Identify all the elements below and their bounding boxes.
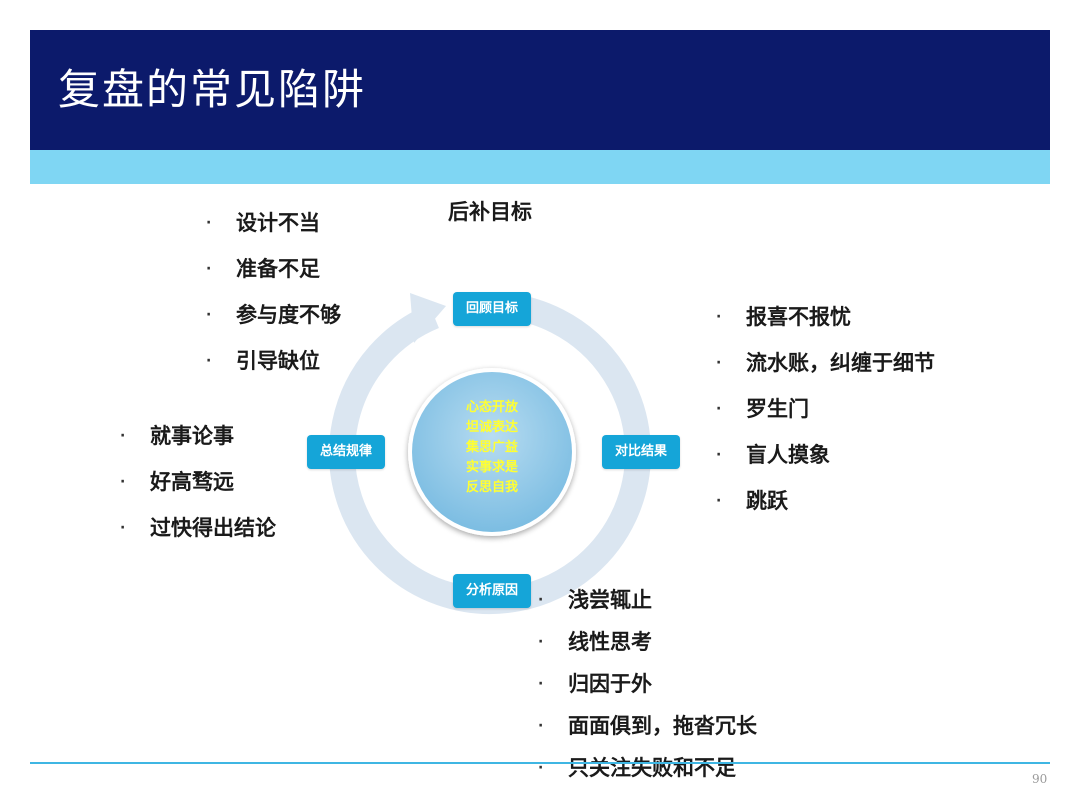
center-line: 实事求是 <box>466 459 519 475</box>
list-item: ·只关注失败和不足 <box>538 756 736 780</box>
list-item: ·面面俱到，拖沓冗长 <box>538 714 757 738</box>
list-item: ·罗生门 <box>716 397 809 421</box>
list-top-left: ·设计不当 ·准备不足 ·参与度不够 ·引导缺位 <box>206 208 341 392</box>
list-item: ·引导缺位 <box>206 349 320 373</box>
list-item: ·跳跃 <box>716 489 788 513</box>
page-title: 复盘的常见陷阱 <box>58 65 367 114</box>
center-line: 坦诚表达 <box>466 419 518 435</box>
list-item: ·报喜不报忧 <box>716 305 851 329</box>
list-item: ·盲人摸象 <box>716 443 830 467</box>
node-compare-result: 对比结果 <box>602 435 680 469</box>
list-item: ·归因于外 <box>538 672 652 696</box>
list-item: ·线性思考 <box>538 630 652 654</box>
list-item: ·参与度不够 <box>206 303 341 327</box>
list-item: ·好高骛远 <box>120 470 234 494</box>
header-bar: 复盘的常见陷阱 <box>30 30 1050 150</box>
header-band <box>30 150 1050 184</box>
list-item: ·浅尝辄止 <box>538 588 652 612</box>
footer-divider <box>30 762 1050 764</box>
list-right: ·报喜不报忧 ·流水账，纠缠于细节 ·罗生门 ·盲人摸象 ·跳跃 <box>716 302 935 532</box>
list-item: ·流水账，纠缠于细节 <box>716 351 935 375</box>
node-review-goal: 回顾目标 <box>453 292 531 326</box>
page-number: 90 <box>1032 772 1048 786</box>
top-label: 后补目标 <box>448 200 532 224</box>
list-item: ·过快得出结论 <box>120 516 276 540</box>
list-item: ·设计不当 <box>206 211 320 235</box>
node-summarize-rule: 总结规律 <box>307 435 385 469</box>
node-analyze-cause: 分析原因 <box>453 574 531 608</box>
list-item: ·准备不足 <box>206 257 320 281</box>
center-text: 心态开放 坦诚表达 集思广益 实事求是 反思自我 <box>465 399 519 495</box>
center-line: 集思广益 <box>465 439 518 455</box>
center-line: 心态开放 <box>466 399 519 415</box>
cycle-arrow-head <box>410 293 446 343</box>
list-bottom: ·浅尝辄止 ·线性思考 ·归因于外 ·面面俱到，拖沓冗长 ·只关注失败和不足 <box>538 585 757 795</box>
list-left: ·就事论事 ·好高骛远 ·过快得出结论 <box>120 421 276 559</box>
center-line: 反思自我 <box>466 479 518 495</box>
list-item: ·就事论事 <box>120 424 234 448</box>
